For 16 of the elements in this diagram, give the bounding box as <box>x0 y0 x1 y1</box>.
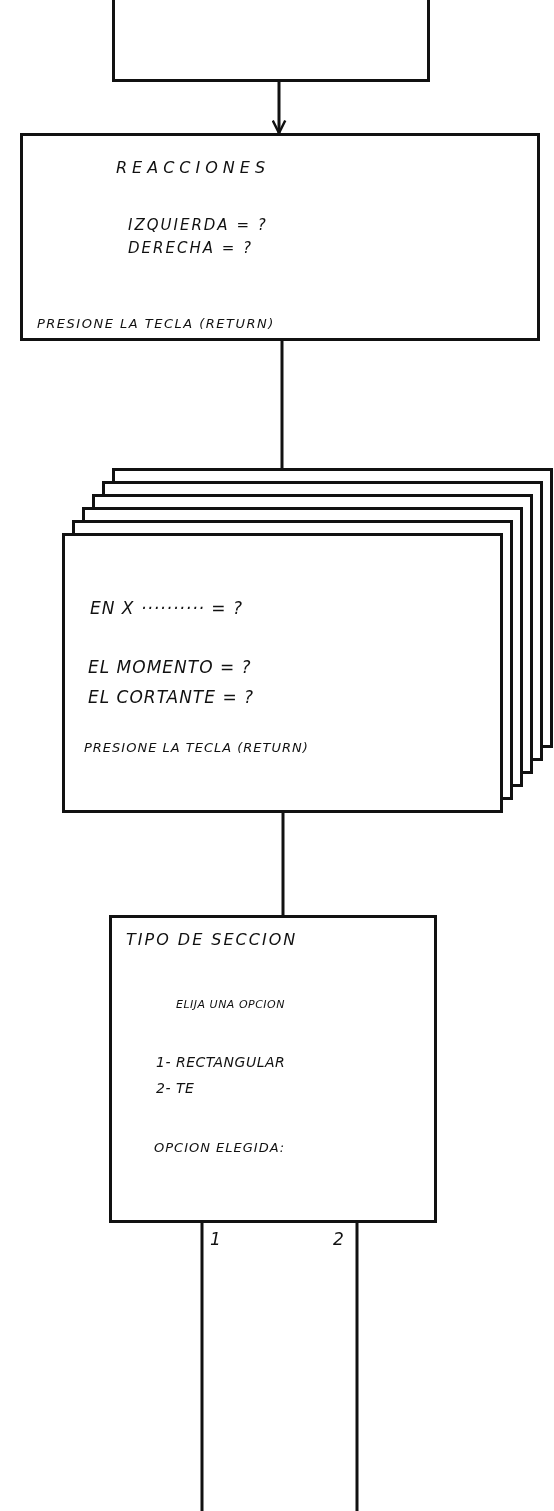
box-text: OPCION ELEGIDA: <box>154 1140 286 1155</box>
process-box <box>109 915 437 1223</box>
box-text: PRESIONE LA TECLA (RETURN) <box>37 316 275 331</box>
box-text: EN X ·········· = ? <box>90 598 244 618</box>
box-heading: TIPO DE SECCION <box>126 930 298 949</box>
box-text: EL CORTANTE = ? <box>88 687 255 707</box>
box-text: DERECHA = ? <box>128 239 253 257</box>
box-heading: REACCIONES <box>116 158 271 177</box>
box-text: ELIJA UNA OPCION <box>176 998 285 1011</box>
box-text: IZQUIERDA = ? <box>128 216 268 234</box>
box-text: 2- TE <box>156 1080 195 1096</box>
box-text: EL MOMENTO = ? <box>88 657 252 677</box>
process-box <box>112 0 430 82</box>
box-text: 1- RECTANGULAR <box>156 1054 286 1070</box>
box-text: PRESIONE LA TECLA (RETURN) <box>84 740 309 755</box>
process-box <box>20 133 540 341</box>
